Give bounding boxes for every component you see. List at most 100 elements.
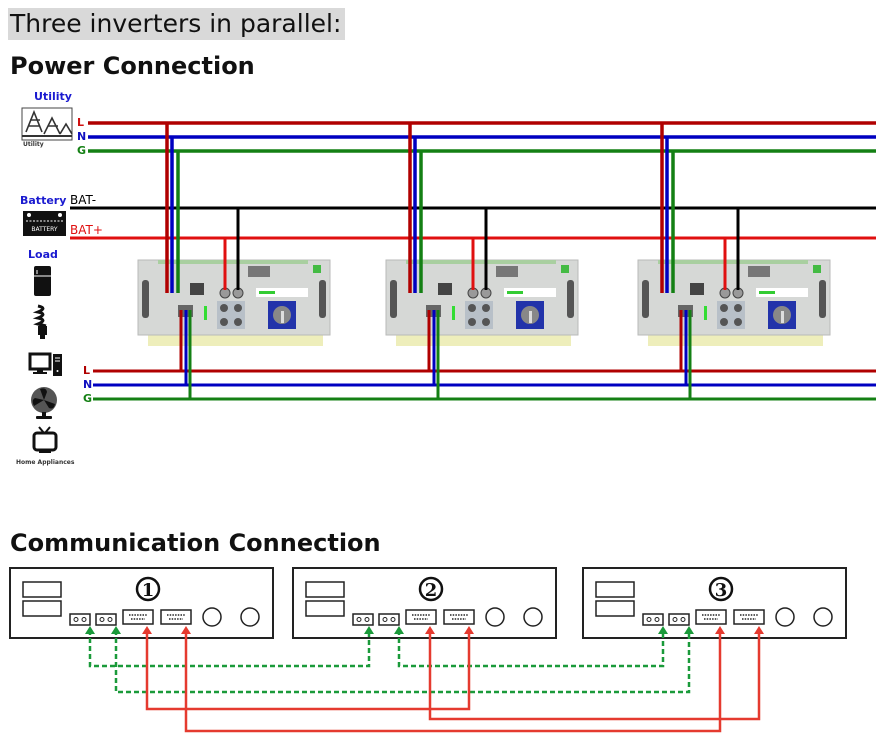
comm-port-pin (364, 617, 370, 622)
parallel-cable-2-3 (428, 630, 761, 721)
inverter-switch-handle (529, 311, 532, 323)
comm-parallel-port (405, 609, 437, 625)
inverter-led (759, 291, 775, 294)
comm-unit-knob (813, 607, 833, 627)
comm-unit-slot-bottom (22, 600, 62, 617)
inverter-socket (468, 304, 476, 312)
comm-unit-number: 2 (425, 580, 438, 601)
utility-pylon-icon (21, 107, 73, 141)
inverter-handle-right (819, 280, 826, 318)
comm-unit-number-badge (418, 576, 444, 602)
comm-unit-slot-top (22, 581, 62, 598)
inverter-handle-right (319, 280, 326, 318)
comm-unit-number: 3 (715, 580, 728, 601)
inverter-socket (234, 318, 242, 326)
inverter-switch-handle (281, 311, 284, 323)
inverter-socket (720, 318, 728, 326)
inverter-led (507, 291, 523, 294)
comm-unit-slot-top (595, 581, 635, 598)
comm-port-pin (654, 617, 660, 622)
comm-port-pin (73, 617, 79, 622)
utility-label: Utility (34, 90, 72, 103)
comm-port-pin (680, 617, 686, 622)
svg-text:BATTERY: BATTERY (31, 226, 58, 233)
parallel-cable-1-3 (184, 630, 722, 733)
cable-arrow-icon (684, 626, 694, 634)
comm-parallel-port (443, 609, 475, 625)
inverter-socket (734, 318, 742, 326)
cable-arrow-icon (364, 626, 374, 634)
comm-port-pin (356, 617, 362, 622)
inverter-display (248, 266, 270, 277)
comm-port-pin (672, 617, 678, 622)
inverter-handle-left (642, 280, 649, 318)
comm-unit-1: 1 (9, 567, 274, 639)
comm-unit-slot-top (305, 581, 345, 598)
input-line-label-L: L (77, 116, 85, 129)
comm-unit-knob (523, 607, 543, 627)
inverter-socket (468, 318, 476, 326)
comm-port-pin (99, 617, 105, 622)
comm-parallel-port (695, 609, 727, 625)
output-line-label-N: N (83, 378, 93, 391)
computer-icon (28, 352, 62, 376)
inverter-terminal-block (690, 283, 704, 295)
load-label: Load (28, 248, 58, 261)
inverter-handle-left (390, 280, 397, 318)
comm-port-pin (382, 617, 388, 622)
inverter-label-panel (504, 288, 556, 297)
inverter-unit-2 (385, 123, 579, 399)
comm-parallel-port (160, 609, 192, 625)
inverter-base (648, 333, 823, 346)
inverter-terminal-block (438, 283, 452, 295)
inverter-indicator (452, 306, 455, 320)
cable-arrow-icon (181, 626, 191, 634)
inverter-socket (482, 304, 490, 312)
battery-label: Battery (20, 194, 67, 207)
comm-share-port (378, 613, 400, 626)
share-cable-1-3 (114, 630, 691, 694)
inverter-socket (220, 318, 228, 326)
comm-port-pin (390, 617, 396, 622)
comm-unit-knob (485, 607, 505, 627)
comm-cables (85, 626, 764, 733)
inverter-green-port (313, 265, 321, 273)
cable-arrow-icon (464, 626, 474, 634)
inverter-green-port (561, 265, 569, 273)
bulb-icon (32, 304, 47, 339)
inverter-label-panel (756, 288, 808, 297)
bat-neg-label: BAT- (70, 193, 97, 207)
cable-arrow-icon (754, 626, 764, 634)
inverter-socket (482, 318, 490, 326)
parallel-cable-1-2 (145, 630, 471, 711)
inverter-display (496, 266, 518, 277)
cable-arrow-icon (142, 626, 152, 634)
comm-unit-3: 3 (582, 567, 847, 639)
inverter-terminal-block (190, 283, 204, 295)
comm-share-port (95, 613, 117, 626)
comm-share-port (352, 613, 374, 626)
comm-share-port (69, 613, 91, 626)
comm-unit-slot-bottom (305, 600, 345, 617)
inverter-indicator (704, 306, 707, 320)
cable-arrow-icon (425, 626, 435, 634)
cable-arrow-icon (394, 626, 404, 634)
comm-port-pin (81, 617, 87, 622)
inverter-indicator (204, 306, 207, 320)
inverter-switch-handle (781, 311, 784, 323)
inverter-top-strip (158, 260, 308, 264)
inverter-socket (220, 304, 228, 312)
page-title: Three inverters in parallel: (8, 8, 346, 40)
comm-unit-number-badge (135, 576, 161, 602)
cable-arrow-icon (85, 626, 95, 634)
comm-unit-2: 2 (292, 567, 557, 639)
inverter-socket (734, 304, 742, 312)
share-cable-1-2 (88, 630, 371, 668)
inverter-led (259, 291, 275, 294)
battery-icon: BATTERY (23, 211, 66, 236)
comm-unit-slot-bottom (595, 600, 635, 617)
comm-parallel-port (122, 609, 154, 625)
inverter-display (748, 266, 770, 277)
power-connection-heading: Power Connection (10, 52, 255, 80)
